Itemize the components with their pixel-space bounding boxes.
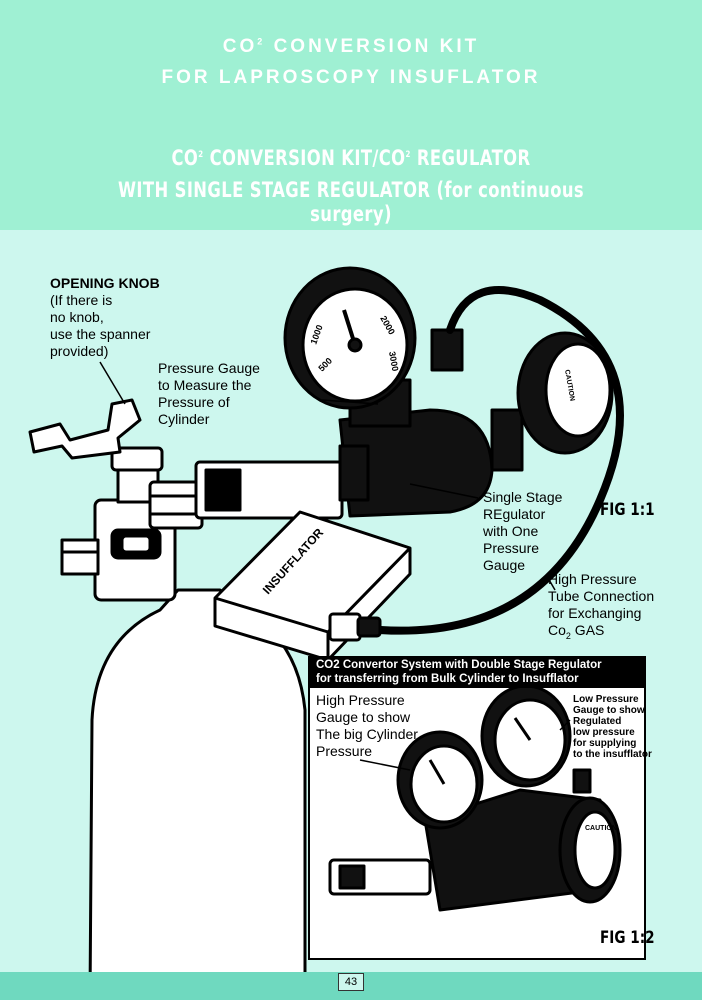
fig-1-1-label: FIG 1:1 [600,500,655,520]
inset-caution-label: CAUTION [585,825,617,832]
single-stage-regulator-label: Single Stage REgulator with One Pressure… [483,489,563,573]
fig-1-2-label: FIG 1:2 [600,928,655,948]
subtitle-line-2: WITH SINGLE STAGE REGULATOR (for continu… [117,178,585,226]
high-pressure-hose [376,286,624,635]
gauge-tick-3000: 3000 [387,351,400,372]
opening-knob [28,398,142,460]
title-line-1: CO2 CONVERSION KIT [222,36,480,57]
pressure-gauge-label: Pressure Gauge to Measure the Pressure o… [158,360,260,427]
hp-tube-label: High Pressure Tube Connection for Exchan… [548,571,655,641]
opening-knob-label: OPENING KNOB (If there is no knob, use t… [50,275,160,359]
subtitle-line-1: CO2 CONVERSION KIT/CO2 REGULATOR [171,146,531,170]
page-number: 43 [338,973,364,991]
valve-side-nut [60,538,100,576]
gas-cylinder [88,588,307,1000]
title-line-2: FOR LAPROSCOPY INSUFLATOR [161,67,541,88]
inset-hp-gauge-label: High Pressure Gauge to show The big Cyli… [316,692,418,759]
inset-lp-gauge-label: Low Pressure Gauge to show Regulated low… [573,694,652,760]
inset-title-bar: CO2 Convertor System with Double Stage R… [308,656,646,688]
header-band [0,0,702,230]
